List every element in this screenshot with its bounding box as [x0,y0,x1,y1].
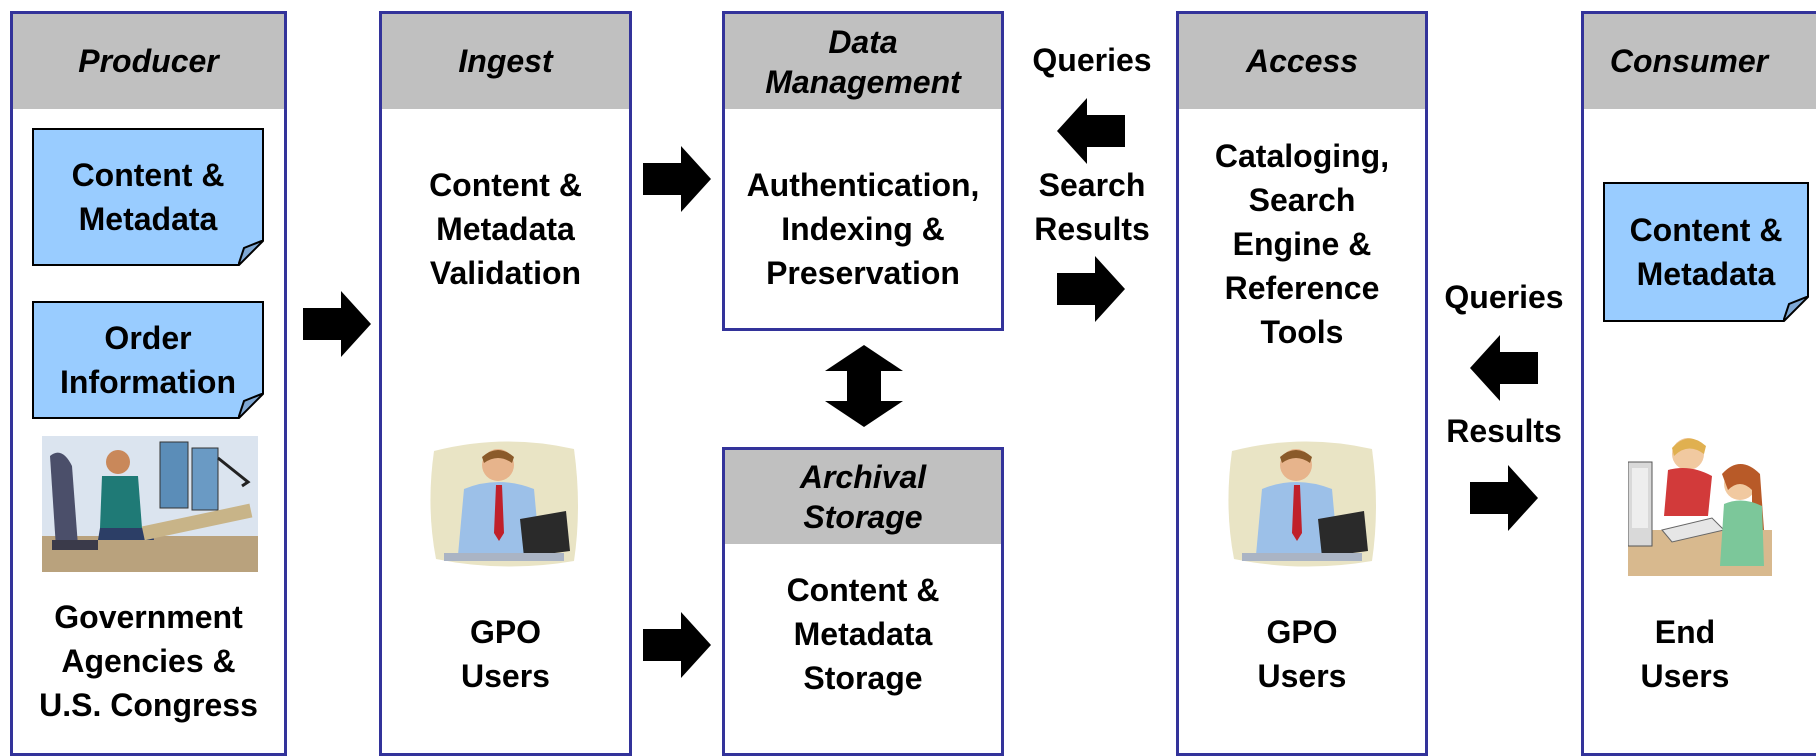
right-arrow-icon [1057,256,1125,322]
right-arrow-icon [643,612,711,678]
ingest-title: Ingest [382,14,629,109]
left-arrow-icon [1057,98,1125,164]
consumer-content-metadata-note: Content & Metadata [1603,182,1809,322]
access-body: Cataloging, Search Engine & Reference To… [1214,138,1390,350]
producer-order-information-note: Order Information [32,301,264,419]
workstation-illustration [42,436,258,572]
left-arrow-icon [1470,335,1538,401]
consumer-title: Consumer [1584,14,1816,109]
ingest-label: GPO Users [461,614,550,694]
data-management-title: Data Management [725,14,1001,109]
page-fold-icon [1783,296,1809,322]
search-results-label: Search Results [1034,167,1150,247]
results-label-right: Results [1446,413,1562,449]
right-arrow-icon [1470,465,1538,531]
access-box: Access [1176,11,1428,756]
producer-content-metadata-note: Content & Metadata [32,128,264,266]
data-management-body: Authentication, Indexing & Preservation [746,167,980,291]
up-down-arrow-icon [825,345,903,427]
ingest-body: Content & Metadata Validation [429,167,582,291]
businessman-laptop-illustration [430,441,578,567]
consumer-note-text: Content & Metadata [1629,212,1783,292]
queries-label-top: Queries [1032,42,1152,78]
producer-title: Producer [13,14,284,109]
ingest-box: Ingest [379,11,632,756]
consumer-box: Consumer [1581,11,1816,756]
archival-storage-box: Archival Storage [722,447,1004,756]
queries-label-right: Queries [1444,279,1564,315]
archival-storage-body: Content & Metadata Storage [786,572,940,696]
page-fold-icon [238,393,264,419]
data-management-box: Data Management [722,11,1004,331]
page-fold-icon [238,240,264,266]
producer-note2-text: Order Information [60,320,236,400]
producer-label: Government Agencies & U.S. Congress [39,599,258,723]
access-title: Access [1179,14,1425,109]
right-arrow-icon [303,291,371,357]
consumer-label: End Users [1640,614,1730,694]
access-label: GPO Users [1257,614,1347,694]
businessman-laptop-illustration [1228,441,1376,567]
archival-storage-title: Archival Storage [725,450,1001,544]
right-arrow-icon [643,146,711,212]
producer-note1-text: Content & Metadata [71,157,225,237]
children-computer-illustration [1628,438,1772,576]
